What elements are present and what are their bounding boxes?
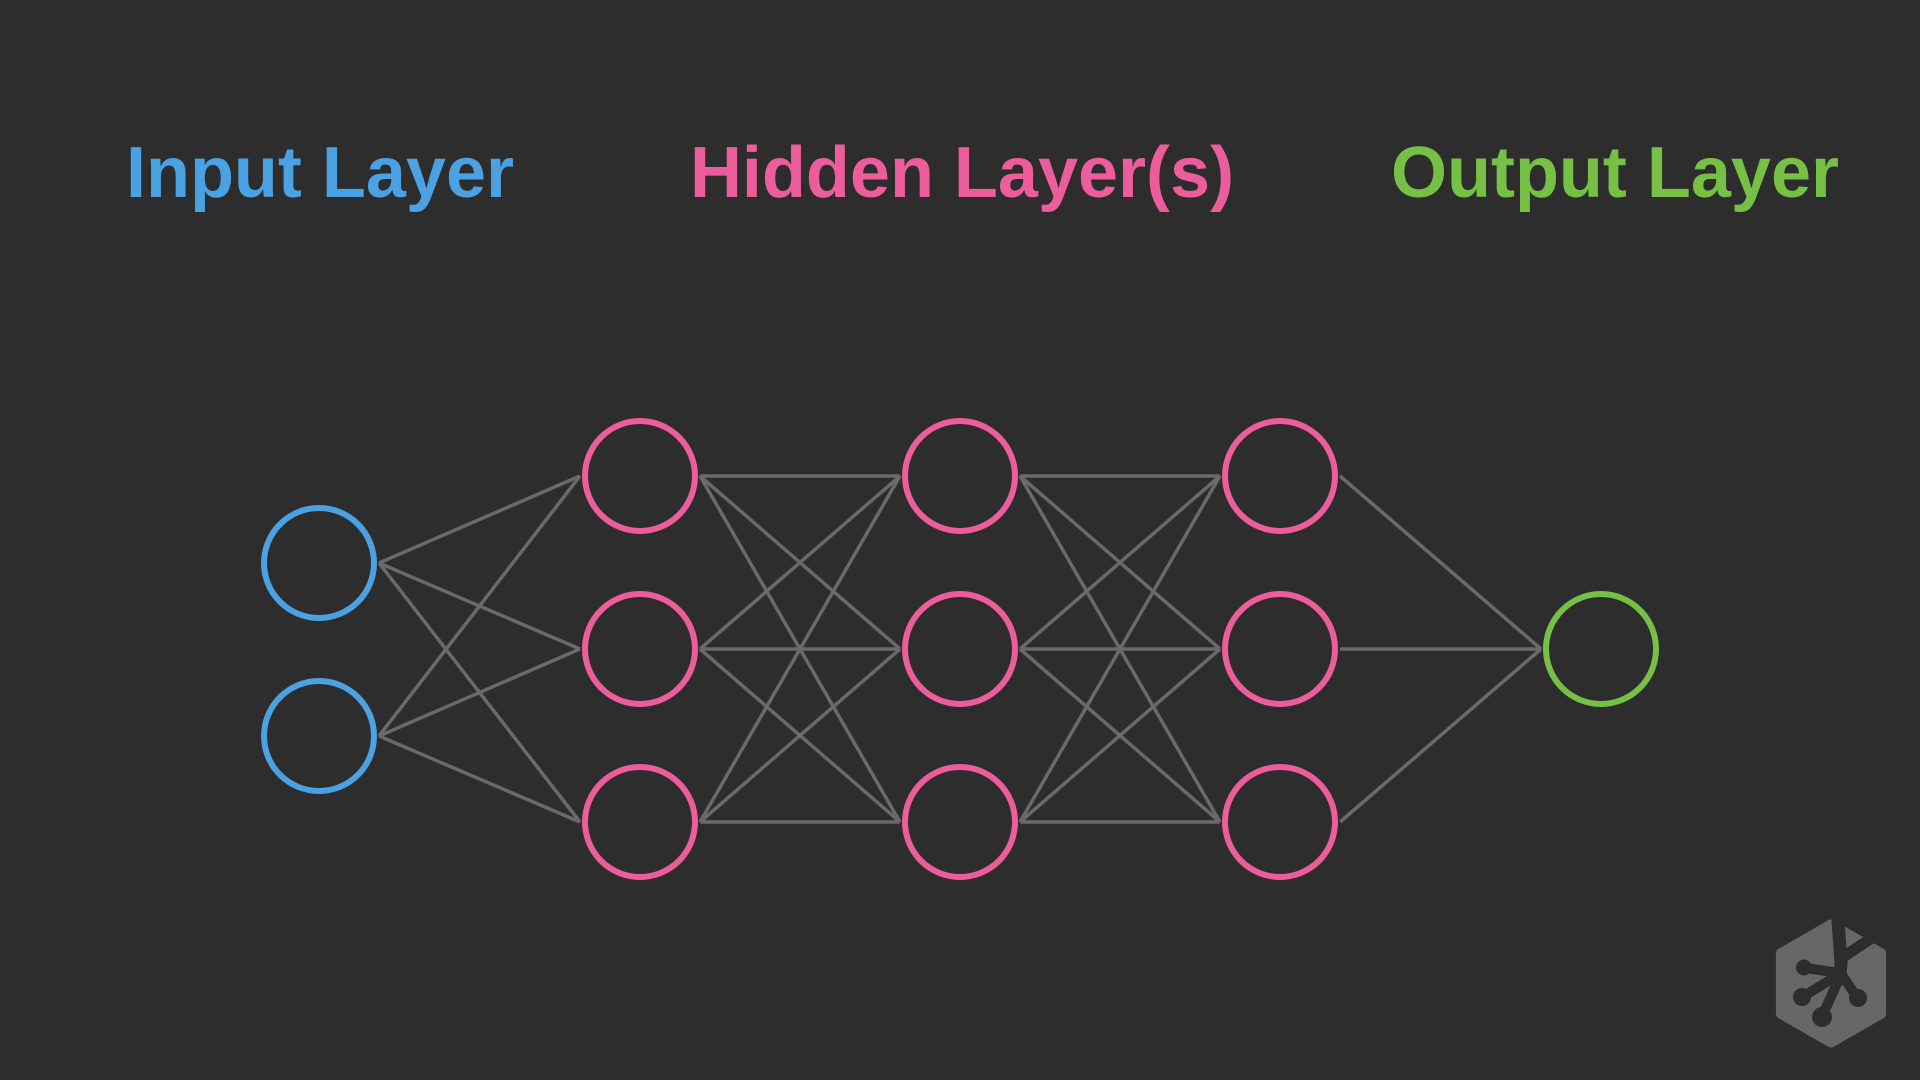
node-hidden-3-2 xyxy=(1222,591,1338,707)
input-layer-label: Input Layer xyxy=(125,133,515,213)
node-input-1 xyxy=(261,505,377,621)
node-hidden-2-2 xyxy=(902,591,1018,707)
edge-hidden-3-1-to-output-1 xyxy=(1338,474,1543,651)
edge-hidden-1-3-to-hidden-2-1 xyxy=(698,475,902,823)
edge-hidden-3-3-to-output-1 xyxy=(1338,647,1543,824)
node-hidden-1-3 xyxy=(582,764,698,880)
node-hidden-2-3 xyxy=(902,764,1018,880)
node-input-2 xyxy=(261,678,377,794)
node-hidden-2-1 xyxy=(902,418,1018,534)
edge-hidden-2-2-to-hidden-3-1 xyxy=(1018,474,1222,651)
output-layer-label: Output Layer xyxy=(1390,133,1840,213)
edge-hidden-1-2-to-hidden-2-1 xyxy=(698,474,902,651)
hidden-layers-label: Hidden Layer(s) xyxy=(689,133,1235,213)
edge-input-2-to-hidden-1-2 xyxy=(378,647,581,738)
treehouse-logo xyxy=(1775,917,1890,1048)
edge-input-2-to-hidden-1-1 xyxy=(377,474,582,738)
node-hidden-1-2 xyxy=(582,591,698,707)
node-output-1 xyxy=(1543,591,1659,707)
edge-input-1-to-hidden-1-1 xyxy=(378,474,581,565)
node-hidden-3-1 xyxy=(1222,418,1338,534)
logo-branch-tips xyxy=(1793,959,1867,1027)
edge-input-2-to-hidden-1-3 xyxy=(378,734,581,824)
node-hidden-1-1 xyxy=(582,418,698,534)
edge-hidden-1-3-to-hidden-2-2 xyxy=(698,647,902,824)
edge-hidden-2-3-to-hidden-3-1 xyxy=(1018,475,1222,823)
edge-hidden-2-3-to-hidden-3-2 xyxy=(1018,647,1222,824)
node-hidden-3-3 xyxy=(1222,764,1338,880)
